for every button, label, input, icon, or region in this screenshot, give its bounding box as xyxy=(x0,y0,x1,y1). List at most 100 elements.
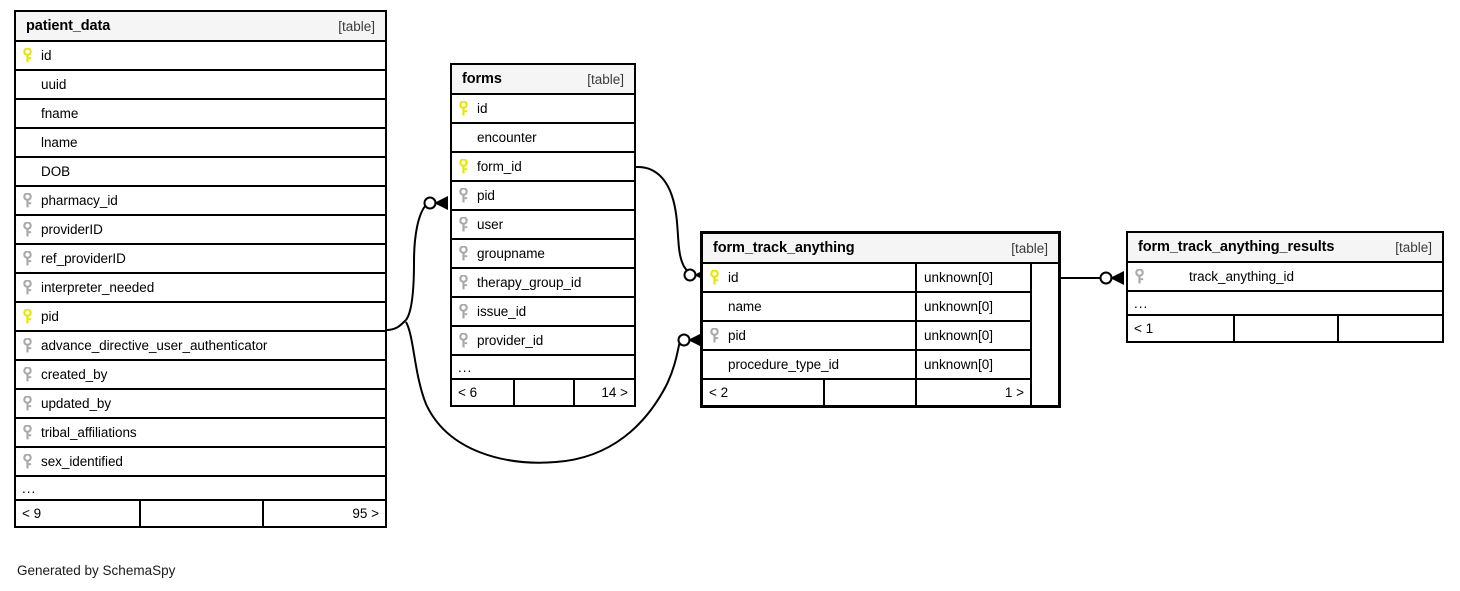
table-node-form-track-anything-results[interactable]: form_track_anything_results [table] trac… xyxy=(1126,231,1444,343)
table-row-form-id[interactable]: form_id xyxy=(452,153,634,182)
foreign-key-icon xyxy=(22,454,41,469)
table-footer-patient-data: < 9 95 > xyxy=(16,501,385,526)
table-node-patient-data[interactable]: patient_data [table] id uuid xyxy=(14,10,387,528)
edge-arrow-forms-pid xyxy=(434,196,448,210)
table-row[interactable]: DOB xyxy=(16,158,385,187)
foreign-key-icon xyxy=(22,251,41,266)
footer-next-count[interactable]: 14 > xyxy=(573,380,634,405)
column-label: encounter xyxy=(477,130,537,145)
table-row[interactable]: therapy_group_id xyxy=(452,269,634,298)
table-row[interactable]: updated_by xyxy=(16,390,385,419)
footer-next-count[interactable]: 95 > xyxy=(262,501,385,526)
table-row-pid[interactable]: pid xyxy=(452,182,634,211)
generated-by-caption: Generated by SchemaSpy xyxy=(17,563,176,578)
footer-middle xyxy=(139,501,262,526)
column-label: id xyxy=(728,270,739,285)
table-row[interactable]: name unknown[0] xyxy=(703,293,1030,322)
table-body-form-track-anything: id unknown[0] name unknown[0] xyxy=(703,264,1030,405)
footer-middle xyxy=(1232,316,1338,341)
column-label: sex_identified xyxy=(41,454,123,469)
table-row[interactable]: fname xyxy=(16,100,385,129)
table-row-pid[interactable]: pid unknown[0] xyxy=(703,322,1030,351)
column-type: unknown[0] xyxy=(915,322,1030,349)
primary-key-icon xyxy=(22,309,41,324)
edge-forms-formid-to-fta-id xyxy=(635,165,693,275)
table-body-patient-data: id uuid fname lname xyxy=(16,42,385,526)
more-columns-indicator: ... xyxy=(16,477,385,501)
table-body-form-track-anything-results: track_anything_id ... < 1 xyxy=(1128,263,1442,341)
more-columns-indicator: ... xyxy=(1128,292,1442,316)
table-row[interactable]: procedure_type_id unknown[0] xyxy=(703,351,1030,380)
table-row[interactable]: providerID xyxy=(16,216,385,245)
column-label: name xyxy=(728,299,762,314)
column-type: unknown[0] xyxy=(915,351,1030,378)
foreign-key-icon xyxy=(458,188,477,203)
table-type-tag: [table] xyxy=(1011,240,1048,256)
foreign-key-icon xyxy=(22,193,41,208)
table-row[interactable]: lname xyxy=(16,129,385,158)
table-row[interactable]: ref_providerID xyxy=(16,245,385,274)
relationship-gutter-column xyxy=(1030,264,1058,405)
table-row[interactable]: user xyxy=(452,211,634,240)
primary-key-icon xyxy=(709,270,728,285)
footer-middle xyxy=(512,380,574,405)
table-row[interactable]: created_by xyxy=(16,361,385,390)
more-columns-indicator: ... xyxy=(452,356,634,380)
foreign-key-icon xyxy=(458,304,477,319)
table-row[interactable]: provider_id xyxy=(452,327,634,356)
primary-key-icon xyxy=(22,48,41,63)
table-row[interactable]: groupname xyxy=(452,240,634,269)
primary-key-icon xyxy=(458,159,477,174)
table-row[interactable]: issue_id xyxy=(452,298,634,327)
primary-key-icon xyxy=(458,101,477,116)
footer-prev-count[interactable]: < 2 xyxy=(709,385,729,400)
table-body-split: id unknown[0] name unknown[0] xyxy=(703,264,1058,405)
table-footer-form-track-anything: < 2 1 > xyxy=(703,380,1030,405)
foreign-key-icon xyxy=(22,338,41,353)
table-row[interactable]: advance_directive_user_authenticator xyxy=(16,332,385,361)
table-row-id[interactable]: id unknown[0] xyxy=(703,264,1030,293)
table-body-forms: id encounter form_id xyxy=(452,95,634,405)
foreign-key-icon xyxy=(22,280,41,295)
table-row[interactable]: sex_identified xyxy=(16,448,385,477)
footer-next-count[interactable]: 1 > xyxy=(915,380,1030,405)
column-label: provider_id xyxy=(477,333,544,348)
table-row[interactable]: uuid xyxy=(16,71,385,100)
foreign-key-icon xyxy=(458,275,477,290)
table-title: form_track_anything_results xyxy=(1138,239,1335,255)
footer-prev-count[interactable]: < 1 xyxy=(1134,321,1154,336)
column-label: ref_providerID xyxy=(41,251,126,266)
table-type-tag: [table] xyxy=(587,71,624,87)
table-node-form-track-anything[interactable]: form_track_anything [table] id unknown[0… xyxy=(700,231,1061,408)
column-label: pid xyxy=(477,188,495,203)
column-label: updated_by xyxy=(41,396,112,411)
column-label: DOB xyxy=(41,164,71,179)
foreign-key-icon xyxy=(22,367,41,382)
column-label: providerID xyxy=(41,222,103,237)
table-row-pid[interactable]: pid xyxy=(16,303,385,332)
edge-patient-pid-to-forms-pid xyxy=(405,204,427,321)
table-row[interactable]: id xyxy=(16,42,385,71)
column-label: issue_id xyxy=(477,304,527,319)
foreign-key-icon xyxy=(22,425,41,440)
table-row[interactable]: pharmacy_id xyxy=(16,187,385,216)
table-node-forms[interactable]: forms [table] id encounter xyxy=(450,63,636,407)
table-row[interactable]: tribal_affiliations xyxy=(16,419,385,448)
table-row[interactable]: id xyxy=(452,95,634,124)
column-label: tribal_affiliations xyxy=(41,425,137,440)
column-label: form_id xyxy=(477,159,522,174)
table-row[interactable]: encounter xyxy=(452,124,634,153)
table-row-track-anything-id[interactable]: track_anything_id xyxy=(1128,263,1442,292)
table-header-form-track-anything: form_track_anything [table] xyxy=(703,234,1058,264)
foreign-key-icon xyxy=(1134,269,1153,284)
foreign-key-icon xyxy=(22,222,41,237)
table-title: form_track_anything xyxy=(713,240,855,256)
footer-prev-count[interactable]: < 6 xyxy=(458,385,478,400)
table-title: patient_data xyxy=(26,18,111,34)
table-footer-form-track-anything-results: < 1 xyxy=(1128,316,1442,341)
table-type-tag: [table] xyxy=(338,18,375,34)
edge-circle-results xyxy=(1099,271,1113,285)
table-row[interactable]: interpreter_needed xyxy=(16,274,385,303)
footer-prev-count[interactable]: < 9 xyxy=(22,506,42,521)
